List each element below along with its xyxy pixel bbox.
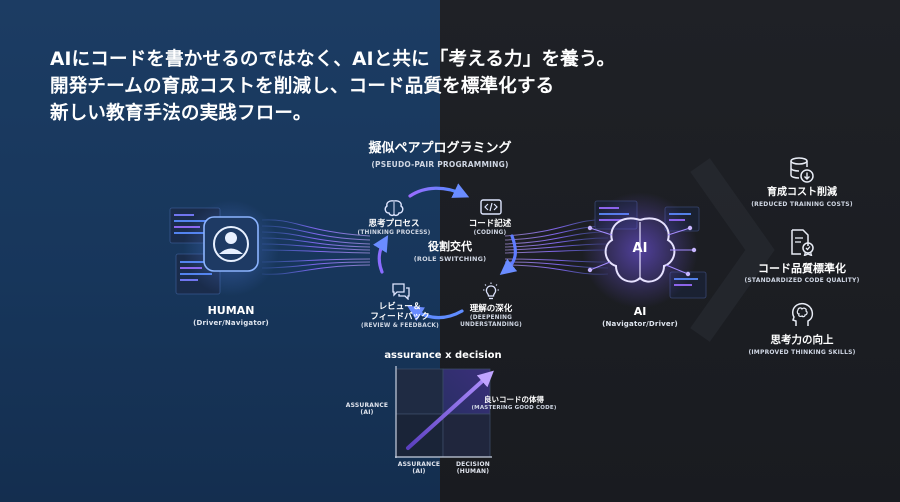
benefit-code-quality-en: (STANDARDIZED CODE QUALITY): [744, 277, 860, 285]
review-ja-2: フィードバック: [370, 312, 430, 323]
understanding-en-1: (DEEPENING: [469, 315, 513, 322]
thinking-process-ja: 思考プロセス: [368, 219, 420, 229]
human-avatar-icon: [203, 216, 259, 272]
human-label-block: HUMAN (Driver/Navigator): [171, 304, 291, 328]
cycle-center-label: 役割交代 (ROLE SWITCHING): [402, 240, 498, 264]
assurance-decision-matrix: [395, 366, 494, 458]
matrix-x-left-1: ASSURANCE: [397, 461, 441, 468]
matrix-y-label-1: ASSURANCE: [345, 402, 389, 409]
matrix-quadrant-bottom-right: [442, 413, 491, 458]
arrow-thinking-to-coding: [408, 183, 470, 198]
human-role: (Driver/Navigator): [193, 319, 269, 328]
brain-icon: [384, 200, 404, 217]
arrow-coding-to-understanding: [499, 234, 518, 276]
ai-label-block: AI (Navigator/Driver): [580, 305, 700, 329]
review-en: (REVIEW & FEEDBACK): [361, 323, 439, 330]
benefit-training-cost: 育成コスト削減 (REDUCED TRAINING COSTS): [740, 187, 864, 208]
benefit-thinking-skills-ja: 思考力の向上: [770, 334, 834, 346]
matrix-quadrant-top-left: [395, 368, 444, 415]
benefit-code-quality: コード品質標準化 (STANDARDIZED CODE QUALITY): [736, 262, 868, 284]
document-badge-icon: [791, 229, 814, 256]
headline-line-3: 新しい教育手法の実践フロー。: [50, 103, 312, 124]
matrix-x-left-label: ASSURANCE (AI): [392, 461, 446, 475]
brain-head-icon: [792, 302, 814, 326]
ai-badge-text: AI: [632, 241, 648, 256]
role-switching-en: (ROLE SWITCHING): [413, 255, 487, 264]
understanding-ja: 理解の深化: [469, 304, 513, 314]
coding-ja: コード記述: [468, 219, 512, 229]
matrix-x-right-label: DECISION (HUMAN): [446, 461, 500, 475]
headline-line-2: 開発チームの育成コストを削減し、コード品質を標準化する: [50, 76, 555, 97]
matrix-goal-en: (MASTERING GOOD CODE): [471, 405, 557, 411]
matrix-progress-arrow: [406, 370, 494, 450]
ai-brain-icon: [587, 217, 697, 283]
chat-bubbles-icon: [392, 283, 410, 300]
matrix-title: assurance x decision: [384, 350, 502, 361]
matrix-x-right-2: (HUMAN): [456, 468, 490, 476]
review-ja-1: レビュー＆: [378, 302, 422, 312]
coding-en: (CODING): [473, 230, 507, 237]
ai-label: AI: [633, 305, 647, 318]
benefit-thinking-skills-en: (IMPROVED THINKING SKILLS): [748, 348, 856, 356]
code-window-icon: [480, 199, 502, 215]
matrix-x-left-2: (AI): [412, 468, 426, 476]
cycle-arrows: [373, 183, 518, 322]
program-title: 擬似ペアプログラミング (PSEUDO-PAIR PROGRAMMING): [320, 141, 560, 169]
role-switching-ja: 役割交代: [428, 240, 472, 253]
program-title-ja: 擬似ペアプログラミング: [368, 141, 512, 156]
benefit-chevron: [690, 158, 775, 342]
ai-role: (Navigator/Driver): [602, 320, 678, 329]
program-title-en: (PSEUDO-PAIR PROGRAMMING): [371, 159, 509, 169]
thinking-process-en: (THINKING PROCESS): [357, 230, 431, 237]
human-data-streams: [261, 219, 371, 275]
benefit-code-quality-ja: コード品質標準化: [758, 262, 846, 275]
understanding-en-2: UNDERSTANDING): [460, 322, 522, 329]
database-down-icon: [790, 157, 814, 183]
matrix-y-label: ASSURANCE (AI): [343, 402, 391, 416]
matrix-goal-ja: 良いコードの体得: [484, 395, 544, 404]
arrow-review-to-thinking: [373, 235, 389, 274]
headline: AIにコードを書かせるのではなく、AIと共に「考える力」を養う。 開発チームの育…: [50, 46, 615, 127]
review-feedback-label: レビュー＆ フィードバック (REVIEW & FEEDBACK): [357, 302, 443, 330]
matrix-y-label-2: (AI): [360, 409, 374, 417]
benefit-training-cost-ja: 育成コスト削減: [767, 187, 837, 198]
lightbulb-icon: [483, 282, 499, 300]
arrow-understanding-to-review: [407, 305, 464, 322]
benefit-training-cost-en: (REDUCED TRAINING COSTS): [751, 201, 853, 208]
thinking-process-label: 思考プロセス (THINKING PROCESS): [354, 219, 434, 237]
matrix-x-right-1: DECISION: [456, 461, 490, 468]
understanding-label: 理解の深化 (DEEPENING UNDERSTANDING): [451, 304, 531, 329]
matrix-goal-label: 良いコードの体得 (MASTERING GOOD CODE): [466, 395, 562, 412]
headline-line-1: AIにコードを書かせるのではなく、AIと共に「考える力」を養う。: [50, 49, 616, 70]
human-label: HUMAN: [207, 304, 255, 317]
coding-label: コード記述 (CODING): [455, 219, 525, 237]
benefit-thinking-skills: 思考力の向上 (IMPROVED THINKING SKILLS): [740, 334, 864, 356]
